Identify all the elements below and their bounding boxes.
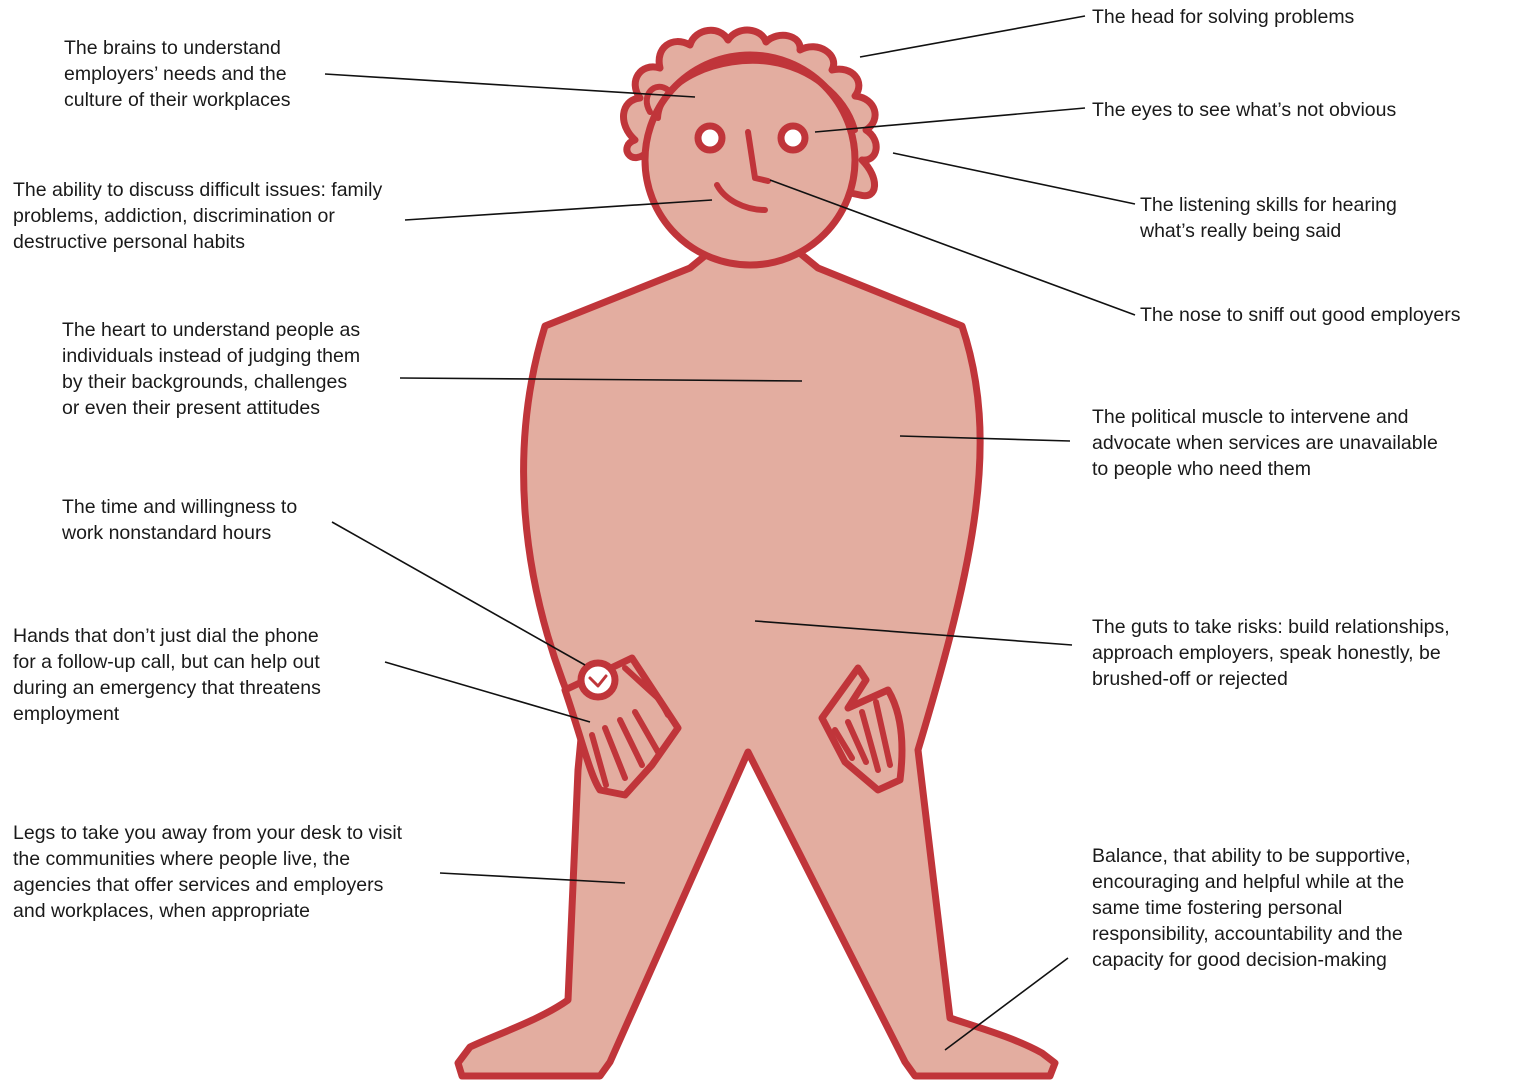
label-eyes: The eyes to see what’s not obvious xyxy=(1092,97,1396,123)
label-mouth: The ability to discuss difficult issues:… xyxy=(13,177,382,255)
right-eye xyxy=(781,126,805,150)
label-hands: Hands that don’t just dial the phone for… xyxy=(13,623,321,727)
label-guts: The guts to take risks: build relationsh… xyxy=(1092,614,1450,692)
label-head: The head for solving problems xyxy=(1092,4,1354,30)
label-nose: The nose to sniff out good employers xyxy=(1140,302,1461,328)
label-brains: The brains to understand employers’ need… xyxy=(64,35,291,113)
wristwatch xyxy=(581,663,615,697)
label-ears: The listening skills for hearing what’s … xyxy=(1140,192,1397,244)
label-heart: The heart to understand people as indivi… xyxy=(62,317,360,421)
figure-body xyxy=(458,250,1055,1076)
left-eye xyxy=(698,126,722,150)
label-muscle: The political muscle to intervene and ad… xyxy=(1092,404,1438,482)
label-balance: Balance, that ability to be supportive, … xyxy=(1092,843,1411,973)
label-legs: Legs to take you away from your desk to … xyxy=(13,820,402,924)
label-time: The time and willingness to work nonstan… xyxy=(62,494,297,546)
leader-ears xyxy=(893,153,1135,204)
leader-head xyxy=(860,16,1085,57)
